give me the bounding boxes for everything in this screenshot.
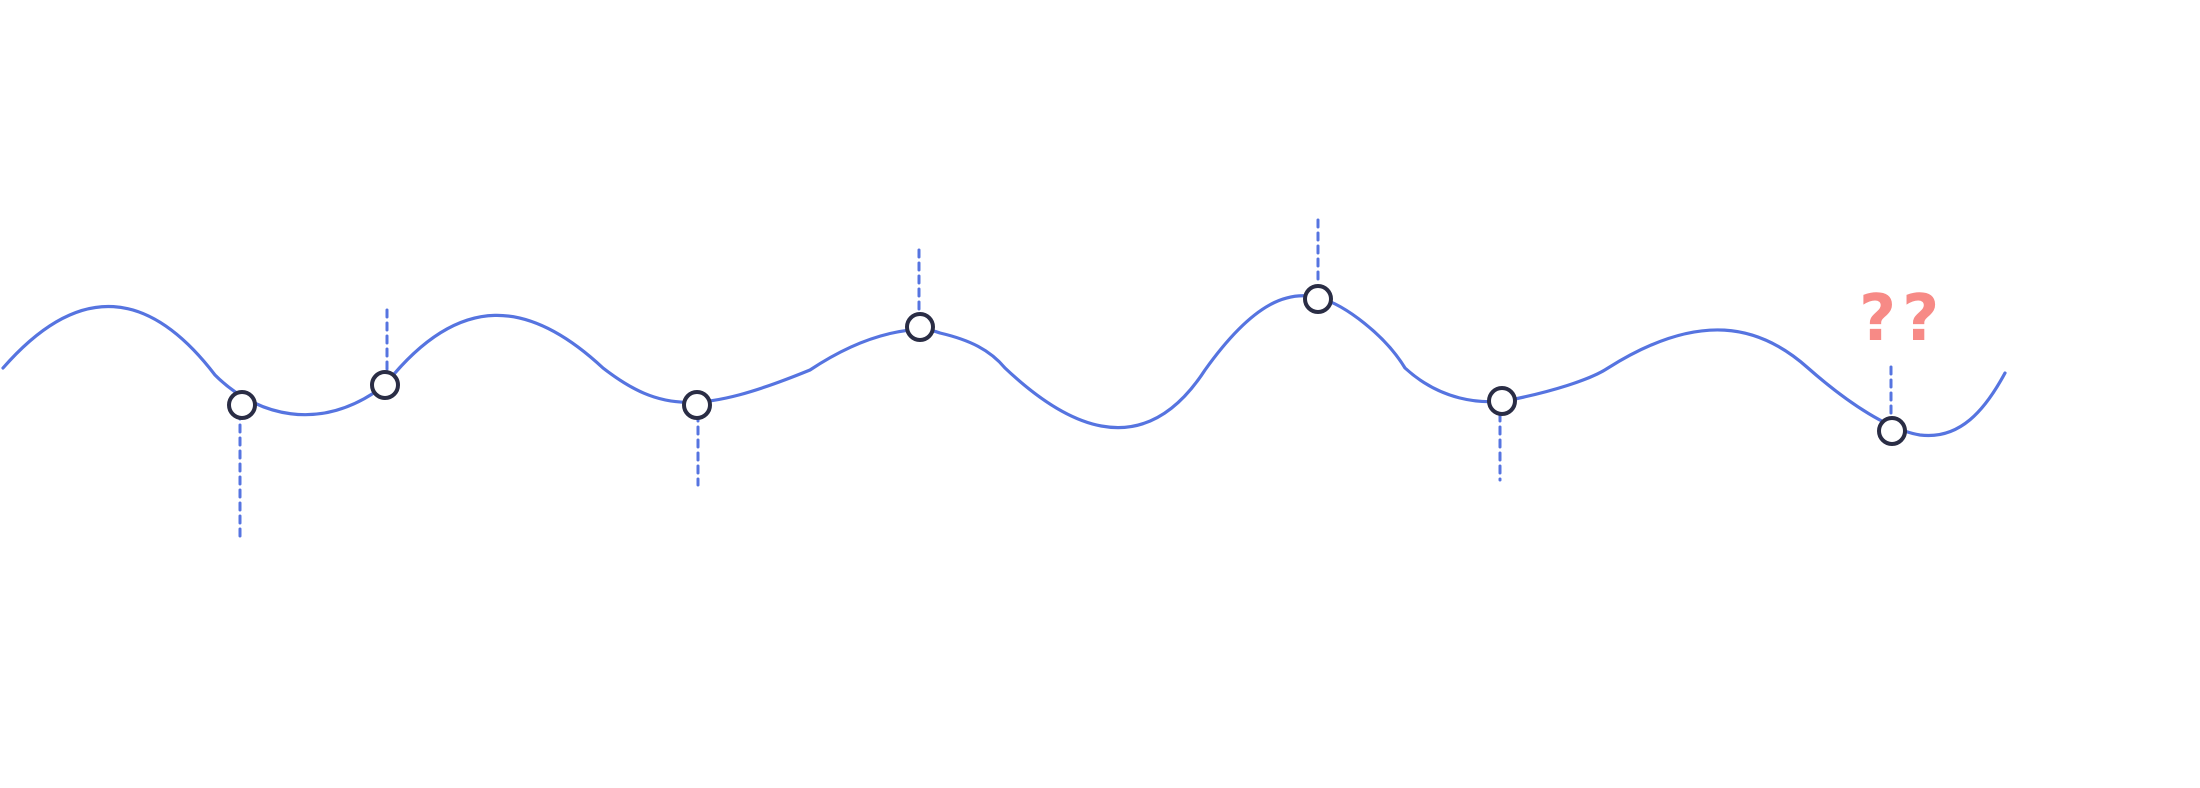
marker-2 [370, 370, 400, 400]
marker-1 [227, 390, 257, 420]
marker-6 [1487, 386, 1517, 416]
marker-3 [682, 390, 712, 420]
question-marks-annotation: ?? [1859, 282, 1945, 356]
marker-7 [1877, 416, 1907, 446]
marker-4 [905, 312, 935, 342]
marker-5 [1303, 284, 1333, 314]
wave-line [1, 294, 2007, 438]
